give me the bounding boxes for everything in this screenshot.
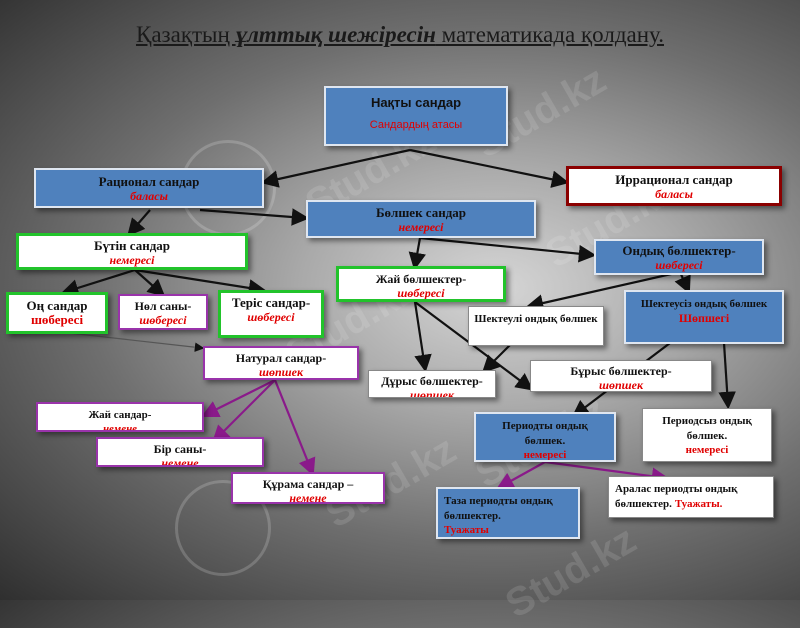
- edge-finite-line: [481, 344, 511, 374]
- edge-integer-negative: [134, 268, 267, 297]
- edge-periodic-pure: [496, 461, 546, 490]
- edge-real-rational: [260, 148, 411, 188]
- edge-decimal-infinite: [674, 271, 691, 295]
- node-periodic: Периодты ондық бөлшек. немересі: [474, 412, 616, 462]
- edge-fraction-common: [408, 237, 426, 271]
- page-title: Қазақтың ұлттық шежіресін математикада қ…: [135, 22, 664, 47]
- node-rational: Рационал сандар баласы: [34, 168, 264, 208]
- node-nonperiodic: Периодсыз ондық бөлшек. немересі: [642, 408, 772, 462]
- edge-decimal-finite: [525, 270, 681, 312]
- node-one: Бір саны- немене: [96, 437, 264, 467]
- node-decimal: Ондық бөлшектер- шөбересі: [594, 239, 764, 275]
- node-proper: Дұрыс бөлшектер- шөпшек: [368, 370, 496, 398]
- edge-rational-integer: [127, 209, 151, 237]
- node-positive: Оң сандар шөбересі: [6, 292, 108, 334]
- node-real: Нақты сандар Сандардың атасы: [324, 86, 508, 146]
- edge-fraction-decimal: [419, 236, 597, 263]
- edge-common-proper: [413, 301, 432, 373]
- edge-natural-one: [211, 379, 276, 444]
- node-negative: Теріс сандар- шөбересі: [218, 290, 324, 338]
- node-pure: Таза периодты ондық бөлшектер. Туажаты: [436, 487, 580, 539]
- node-finite: Шектеулі ондық бөлшек: [468, 306, 604, 346]
- edge-periodic-mixed: [544, 460, 670, 485]
- edge-natural-composite: [273, 379, 316, 477]
- connector-lines: [59, 148, 736, 490]
- node-improper: Бұрыс бөлшектер- шөпшек: [530, 360, 712, 392]
- node-zero: Нөл саны- шөбересі: [118, 294, 208, 330]
- edge-real-irrational: [409, 148, 570, 188]
- node-mixed: Аралас периодты ондық бөлшектер. Туажаты…: [608, 476, 774, 518]
- node-irrational: Иррационал сандар баласы: [566, 166, 782, 206]
- node-infinite: Шектеусіз ондық бөлшек Шөпшегі: [624, 290, 784, 344]
- node-common: Жай бөлшектер- шөбересі: [336, 266, 506, 302]
- node-composite: Құрама сандар – немене: [231, 472, 385, 504]
- edge-rational-fraction: [199, 208, 310, 226]
- edge-integer-positive: [60, 268, 136, 297]
- edge-natural-prime: [201, 379, 276, 417]
- edge-positive-natural: [59, 331, 205, 352]
- node-natural: Натурал сандар- шөпшек: [203, 346, 359, 380]
- edge-integer-zero: [134, 269, 166, 297]
- node-fraction: Бөлшек сандар немересі: [306, 200, 536, 238]
- edge-infinite-nonperiodic: [718, 342, 736, 410]
- node-prime: Жай сандар- немене: [36, 402, 204, 432]
- node-integer: Бүтін сандар немересі: [16, 233, 248, 270]
